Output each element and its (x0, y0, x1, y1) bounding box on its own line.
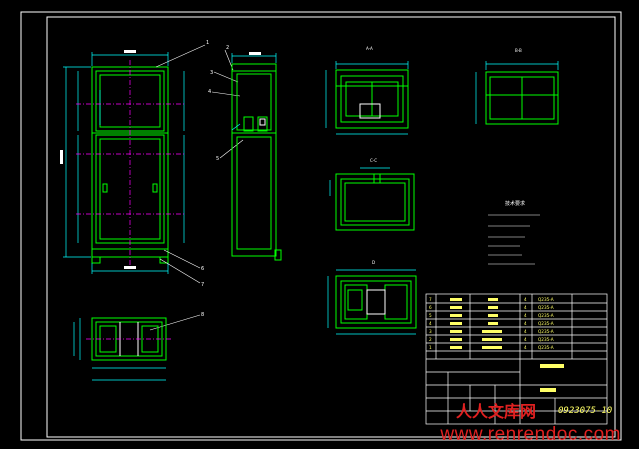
view-label-c: C-C (370, 158, 377, 163)
svg-text:6: 6 (429, 305, 432, 310)
side-view-dims (231, 53, 277, 131)
svg-text:Q235-A: Q235-A (538, 321, 554, 326)
svg-text:4: 4 (524, 313, 527, 318)
section-view-c (335, 173, 415, 231)
svg-text:4: 4 (524, 329, 527, 334)
section-view-a-dims (325, 61, 409, 135)
view-label-b: B-B (515, 48, 522, 53)
svg-text:2: 2 (429, 337, 432, 342)
svg-text:3: 3 (210, 70, 213, 76)
view-label-d: D (372, 260, 375, 265)
view-label-a: A-A (366, 46, 373, 51)
svg-text:4: 4 (524, 305, 527, 310)
svg-text:3: 3 (429, 329, 432, 334)
technical-notes: 技术要求 (488, 200, 540, 265)
svg-text:4: 4 (524, 337, 527, 342)
section-view-c-dims (329, 167, 390, 196)
bom-text: 7 6 5 4 3 2 1 4 4 4 4 4 4 4 Q235-A Q235-A Q235-A Q… (429, 297, 554, 350)
svg-text:5: 5 (216, 156, 219, 162)
section-view-d-dims (327, 269, 416, 335)
svg-text:Q235-A: Q235-A (538, 305, 554, 310)
svg-text:Q235-A: Q235-A (538, 337, 554, 342)
svg-text:1: 1 (206, 40, 209, 46)
sheet-border-outer (20, 11, 622, 441)
svg-text:8: 8 (201, 312, 204, 318)
svg-text:7: 7 (201, 282, 204, 288)
plan-view-dims (73, 318, 166, 381)
section-view-a (335, 69, 409, 129)
front-view-dimensions (63, 52, 185, 274)
svg-text:Q235-A: Q235-A (538, 297, 554, 302)
svg-text:1: 1 (429, 345, 432, 350)
callout-labels: 1 2 3 4 5 6 7 8 (201, 40, 229, 318)
side-view (231, 63, 282, 261)
svg-text:5: 5 (429, 313, 432, 318)
part-number: 0923075-10 (558, 406, 613, 416)
watermark-logo-text: 人人文库网 (456, 402, 537, 421)
section-view-d (335, 275, 417, 329)
front-view-centerlines (76, 60, 186, 270)
svg-text:4: 4 (524, 321, 527, 326)
section-view-b-dims (475, 61, 559, 124)
svg-text:4: 4 (524, 297, 527, 302)
side-view-dim-text (249, 52, 261, 55)
section-view-b (485, 71, 559, 125)
notes-title: 技术要求 (505, 200, 525, 207)
svg-text:6: 6 (201, 266, 204, 272)
svg-text:2: 2 (226, 45, 229, 51)
watermark-url: www.renrendoc.com (440, 424, 621, 445)
svg-text:Q235-A: Q235-A (538, 329, 554, 334)
svg-text:Q235-A: Q235-A (538, 313, 554, 318)
svg-text:4: 4 (208, 89, 211, 95)
svg-text:4: 4 (429, 321, 432, 326)
bom-placeholder-text (450, 298, 564, 392)
front-view-dim-text (60, 50, 136, 269)
svg-text:7: 7 (429, 297, 432, 302)
sheet-border-inner (46, 16, 616, 438)
title-block (425, 293, 608, 425)
svg-text:Q235-A: Q235-A (538, 345, 554, 350)
svg-text:4: 4 (524, 345, 527, 350)
